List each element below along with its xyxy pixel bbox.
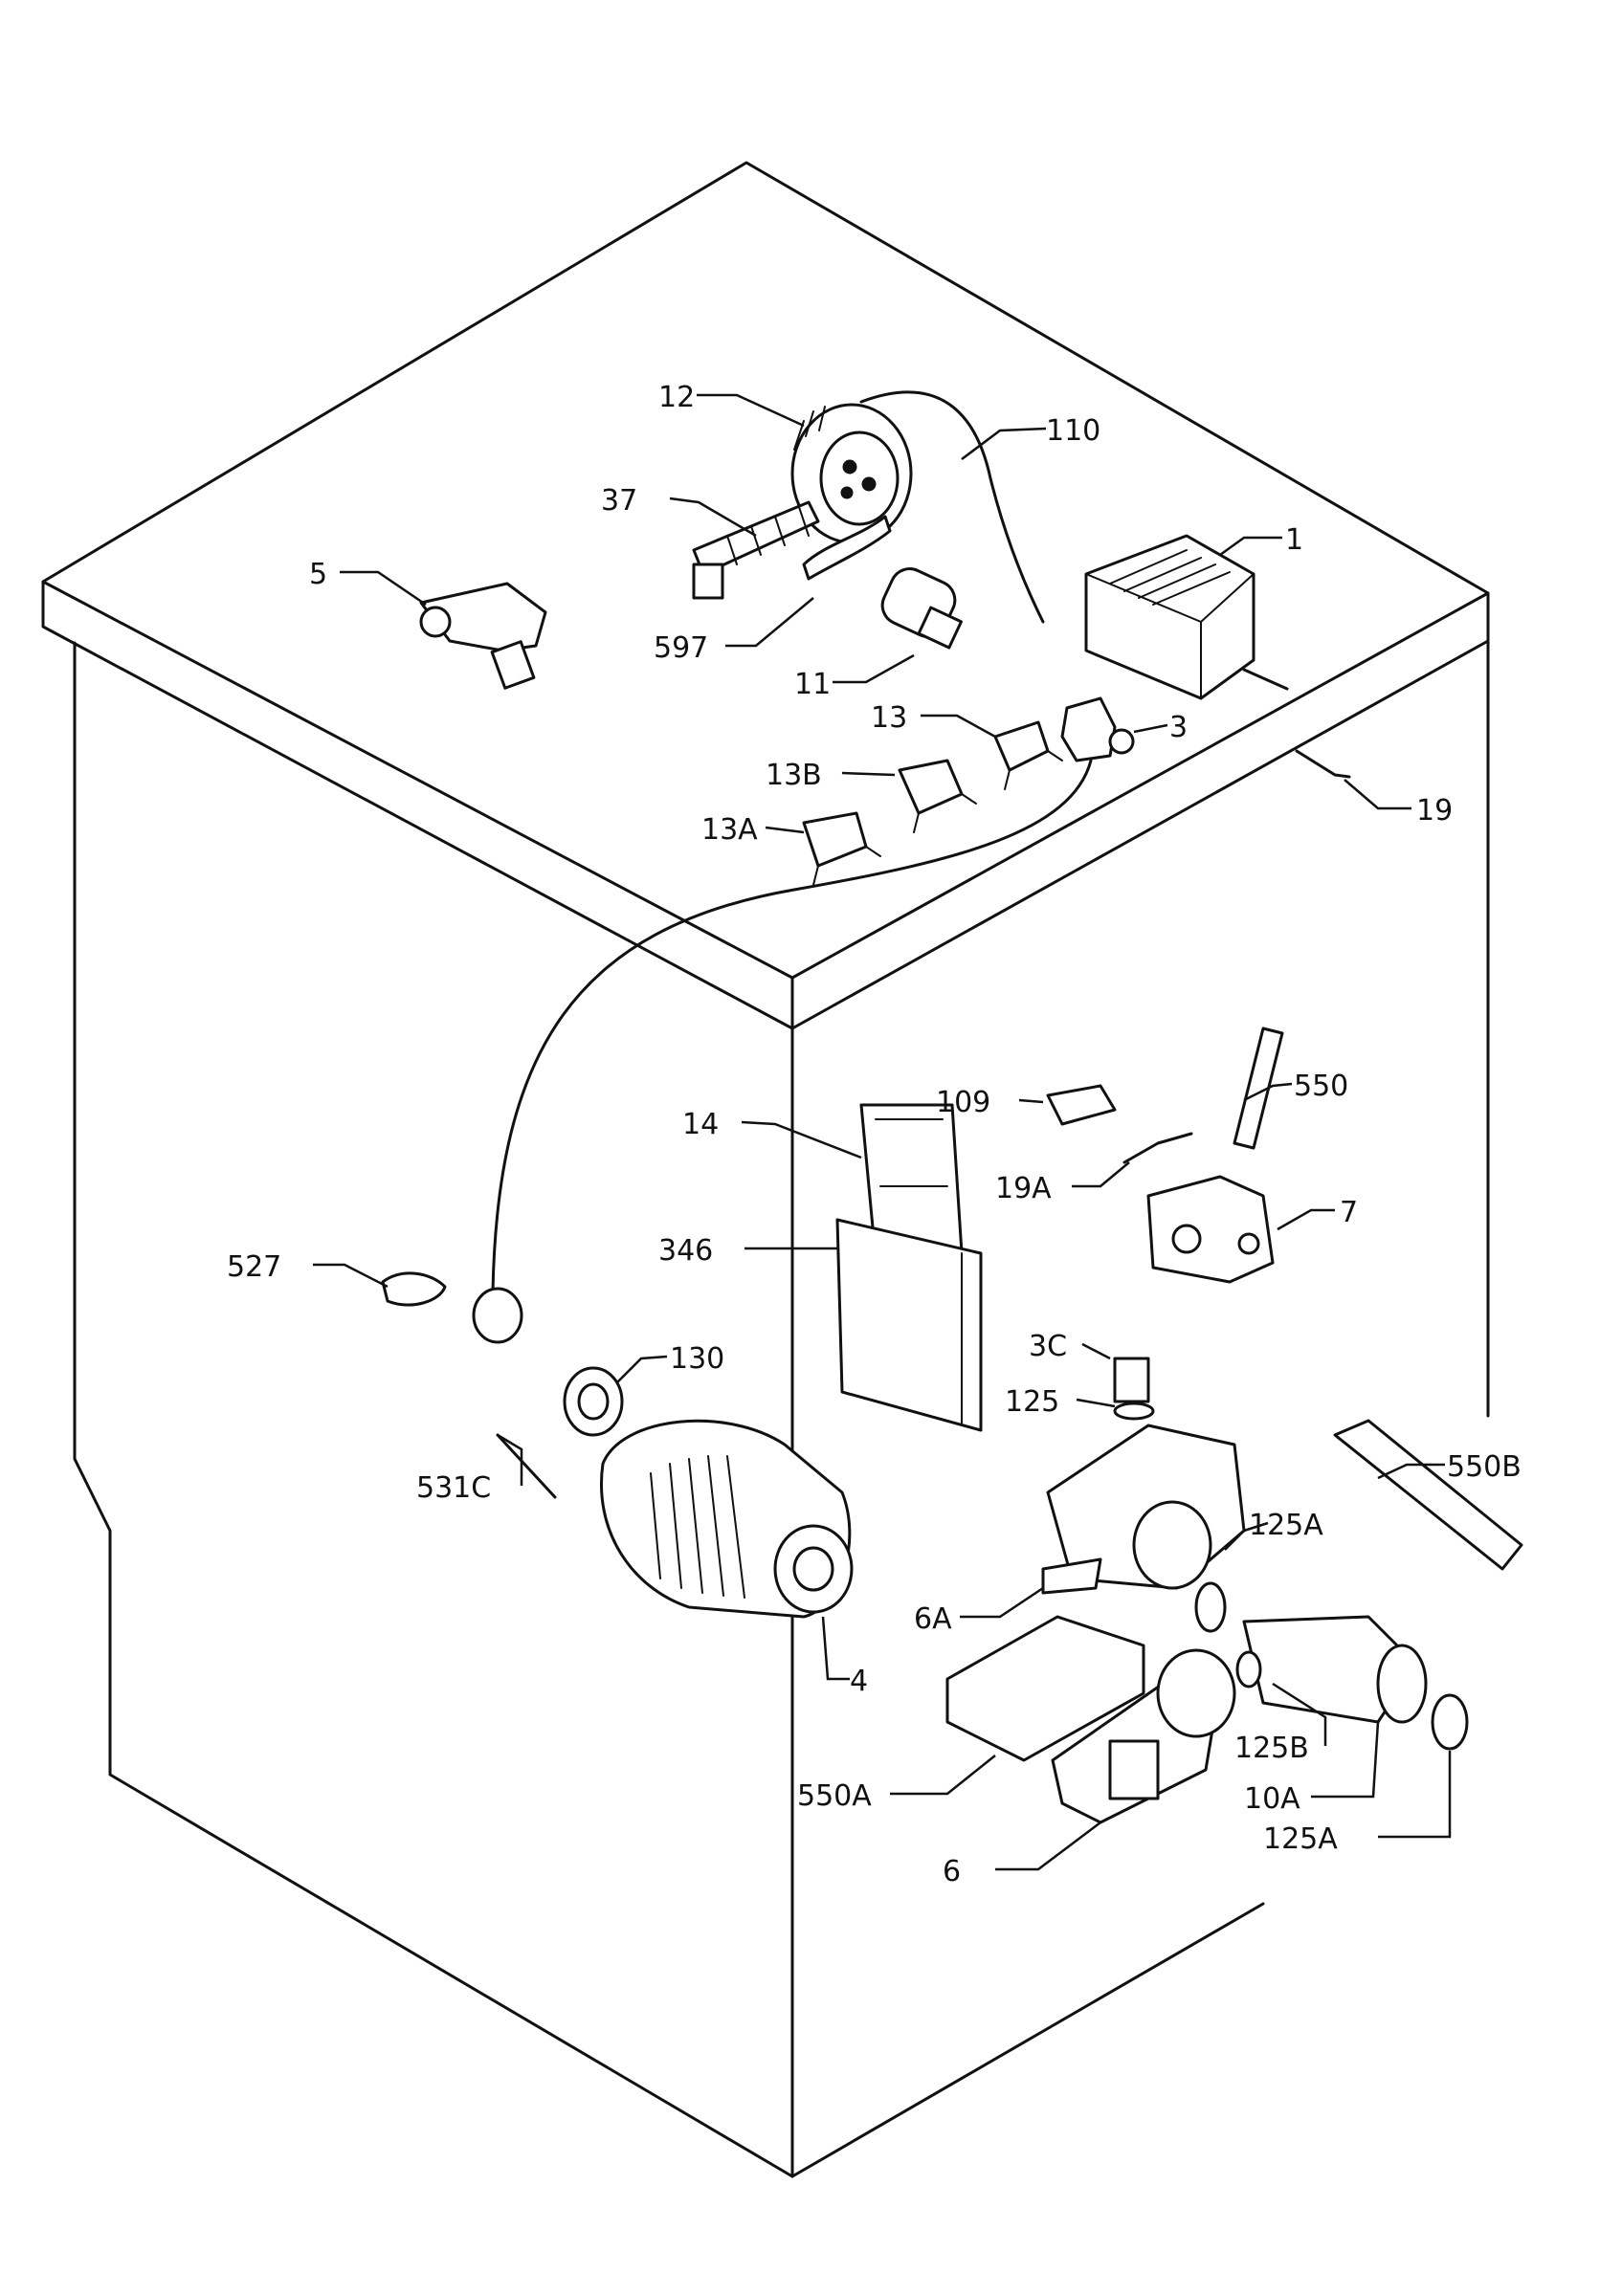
clamp-527-part <box>381 1271 447 1307</box>
label-4: 4 <box>850 1665 868 1698</box>
label-3c: 3C <box>1029 1330 1067 1363</box>
label-346: 346 <box>658 1234 713 1268</box>
label-5: 5 <box>309 558 327 591</box>
capacitor-part <box>880 567 963 650</box>
timer-module-part <box>1084 534 1289 700</box>
label-19: 19 <box>1416 794 1453 828</box>
label-7: 7 <box>1340 1196 1358 1229</box>
label-527: 527 <box>227 1250 281 1284</box>
leader-lines <box>313 393 1452 1871</box>
push-switch-13b-part <box>898 759 977 833</box>
label-10a: 10A <box>1244 1782 1300 1816</box>
label-13: 13 <box>871 701 907 735</box>
label-109: 109 <box>936 1086 990 1119</box>
parts <box>381 390 1523 1824</box>
label-110: 110 <box>1046 414 1100 448</box>
label-130: 130 <box>670 1342 724 1376</box>
thermostat-part <box>472 696 1135 1344</box>
sensor-19-part <box>1295 749 1351 779</box>
label-3: 3 <box>1169 711 1188 744</box>
label-6a: 6A <box>914 1602 952 1636</box>
label-550b: 550B <box>1447 1450 1522 1484</box>
label-1: 1 <box>1285 523 1303 557</box>
cover-550a-part <box>945 1615 1145 1762</box>
label-13b: 13B <box>766 759 822 792</box>
water-valve-part <box>419 582 547 690</box>
push-switch-13-part <box>993 720 1063 790</box>
label-125: 125 <box>1005 1385 1059 1419</box>
cabinet-top <box>41 161 1490 980</box>
label-531c: 531C <box>416 1471 491 1505</box>
pressure-switch-3c-part <box>1113 1357 1155 1421</box>
drain-pump-part <box>600 1419 854 1619</box>
label-11: 11 <box>794 668 831 701</box>
label-6: 6 <box>943 1855 961 1888</box>
connector-109-part <box>1046 1084 1117 1126</box>
dispenser-part <box>835 1103 983 1432</box>
screw-531c-part <box>496 1433 557 1499</box>
part-labels: 12 110 37 1 5 597 11 13 3 13B 13A 19 109… <box>227 381 1522 1888</box>
valve-body-part <box>1041 1424 1246 1595</box>
clip-part <box>802 515 892 581</box>
label-125a-top: 125A <box>1249 1509 1323 1542</box>
label-19a: 19A <box>995 1172 1052 1205</box>
bracket-550b-part <box>1333 1419 1523 1571</box>
selector-switch-part <box>790 403 913 544</box>
heater-relay-part <box>1146 1027 1284 1284</box>
label-12: 12 <box>658 381 695 414</box>
hose-connector-part <box>1194 1581 1469 1751</box>
sensor-19a-part <box>1122 1132 1193 1164</box>
label-550: 550 <box>1294 1070 1348 1103</box>
cabinet-outline <box>41 161 1490 2178</box>
cable-part <box>859 390 1045 624</box>
label-125b: 125B <box>1234 1732 1309 1765</box>
seal-130-part <box>563 1366 624 1437</box>
label-597: 597 <box>654 631 708 665</box>
label-13a: 13A <box>701 813 758 847</box>
label-14: 14 <box>682 1108 719 1141</box>
label-37: 37 <box>601 484 637 518</box>
valve-coil-part <box>1051 1648 1236 1824</box>
cabinet-top-front-edge <box>41 580 1490 1030</box>
terminal-block-part <box>692 500 820 600</box>
push-switch-13a-part <box>802 811 881 886</box>
cabinet-left-side <box>73 641 794 2178</box>
label-125a-bottom: 125A <box>1263 1822 1338 1856</box>
label-550a: 550A <box>797 1779 872 1813</box>
